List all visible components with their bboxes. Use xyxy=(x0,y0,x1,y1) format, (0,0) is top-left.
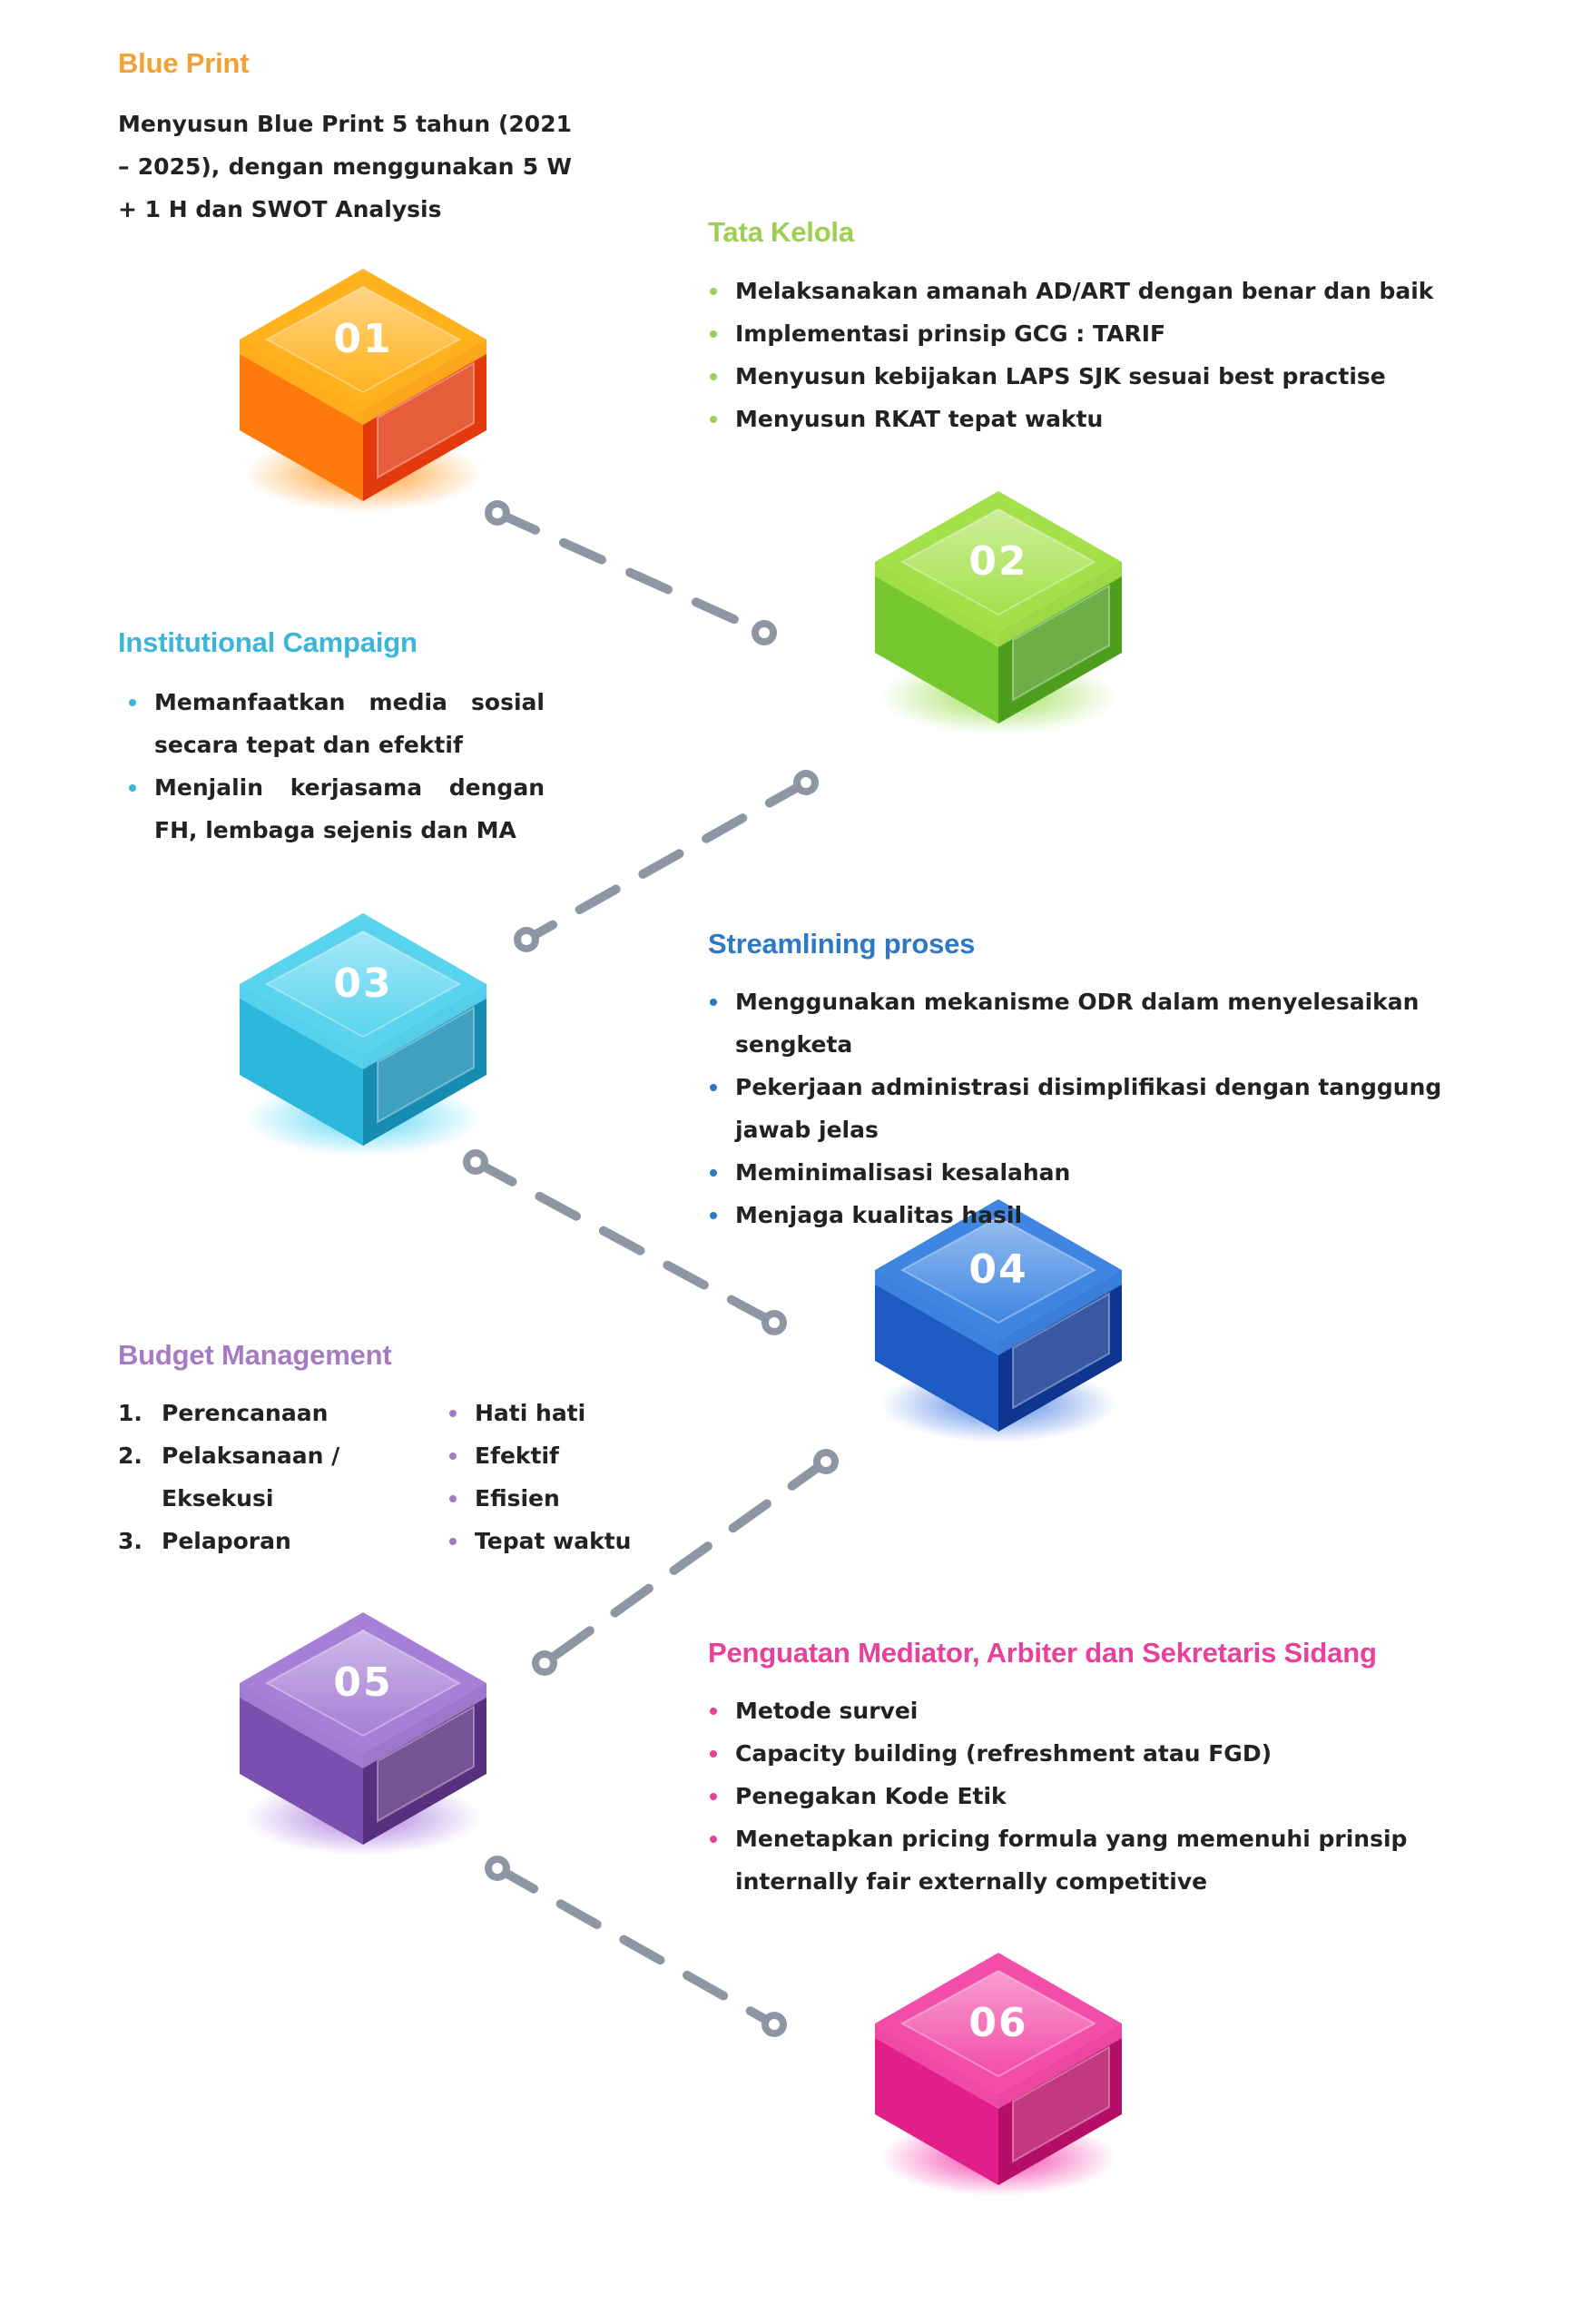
cube-right-face xyxy=(998,562,1122,724)
cube-glass-panel xyxy=(1012,1292,1110,1410)
connector-2 xyxy=(514,770,819,952)
streamlining-title: Streamlining proses xyxy=(708,928,976,960)
list-item-number: 2. xyxy=(118,1443,142,1469)
list-item: Menyusun kebijakan LAPS SJK sesuai best … xyxy=(708,355,1452,398)
cube-glass-panel xyxy=(377,1006,475,1124)
cube-band xyxy=(875,1270,1122,1355)
cube-top-bevel xyxy=(899,507,1097,616)
list-item: Meminimalisasi kesalahan xyxy=(708,1151,1525,1194)
cube-number: 06 xyxy=(968,2000,1027,2046)
cube-03: 03 xyxy=(240,913,486,1157)
cube-right-face xyxy=(998,1270,1122,1432)
cube-left-face xyxy=(240,1683,363,1845)
list-item: Metode survei xyxy=(708,1689,1452,1732)
budget-management-title: Budget Management xyxy=(118,1339,392,1371)
list-item: Tepat waktu xyxy=(447,1520,683,1562)
institutional-campaign-list: Memanfaatkan media sosial secara tepat d… xyxy=(127,681,545,852)
cube-glass-panel xyxy=(377,361,475,479)
list-item: 2. Pelaksanaan / Eksekusi xyxy=(118,1434,454,1520)
cube-left-face xyxy=(875,562,998,724)
cube-top-bevel xyxy=(264,285,462,394)
cube-05: 05 xyxy=(240,1612,486,1856)
cube-glass-panel xyxy=(377,1705,475,1823)
cube-glass-panel xyxy=(1012,2045,1110,2163)
cube-left-face xyxy=(240,984,363,1146)
cube-02: 02 xyxy=(875,491,1122,734)
cube-right-face xyxy=(363,984,486,1146)
cube-number: 01 xyxy=(333,316,392,362)
list-item: Menyusun RKAT tepat waktu xyxy=(708,398,1452,440)
list-item: Menetapkan pricing formula yang memenuhi… xyxy=(708,1817,1452,1903)
list-item: Menjaga kualitas hasil xyxy=(708,1194,1525,1236)
cube-top-bevel xyxy=(264,1629,462,1738)
list-item-text: Pelaporan xyxy=(162,1528,291,1554)
cube-04: 04 xyxy=(875,1199,1122,1443)
list-item: 3. Pelaporan xyxy=(118,1520,454,1562)
cube-right-face xyxy=(998,2024,1122,2185)
cube-top-bevel xyxy=(899,1216,1097,1324)
list-item-text: Perencanaan xyxy=(162,1400,329,1426)
cube-band xyxy=(240,1683,486,1768)
connector-3 xyxy=(463,1149,787,1335)
cube-number: 02 xyxy=(968,538,1027,585)
list-item: Efisien xyxy=(447,1477,683,1520)
cube-right-face xyxy=(363,340,486,501)
list-item: Memanfaatkan media sosial secara tepat d… xyxy=(127,681,545,766)
streamlining-list: Menggunakan mekanisme ODR dalam menyeles… xyxy=(708,980,1525,1236)
list-item: Pekerjaan administrasi disimplifikasi de… xyxy=(708,1066,1525,1151)
cube-number: 03 xyxy=(333,960,392,1007)
list-item: Efektif xyxy=(447,1434,683,1477)
cube-06: 06 xyxy=(875,1953,1122,2196)
cube-left-face xyxy=(875,2024,998,2185)
cube-right-face xyxy=(363,1683,486,1845)
list-item-number: 3. xyxy=(118,1528,142,1554)
penguatan-title: Penguatan Mediator, Arbiter dan Sekretar… xyxy=(708,1637,1377,1669)
connector-5 xyxy=(485,1856,787,2037)
cube-band xyxy=(240,340,486,425)
list-item: Hati hati xyxy=(447,1392,683,1434)
list-item: Capacity building (refreshment atau FGD) xyxy=(708,1732,1452,1775)
budget-bullet-list: Hati hati Efektif Efisien Tepat waktu xyxy=(447,1392,683,1562)
cube-top-bevel xyxy=(264,930,462,1039)
list-item: Menjalin kerjasama dengan FH, lembaga se… xyxy=(127,766,545,852)
cube-band xyxy=(240,984,486,1069)
blue-print-description: Menyusun Blue Print 5 tahun (2021 – 2025… xyxy=(118,111,572,222)
institutional-campaign-title: Institutional Campaign xyxy=(118,626,418,658)
list-item-text: Pelaksanaan / Eksekusi xyxy=(162,1443,340,1512)
connector-1 xyxy=(485,500,777,645)
cube-band xyxy=(875,562,1122,647)
cube-top-bevel xyxy=(899,1969,1097,2078)
list-item: Penegakan Kode Etik xyxy=(708,1775,1452,1817)
connector-4 xyxy=(532,1449,839,1676)
penguatan-list: Metode survei Capacity building (refresh… xyxy=(708,1689,1452,1903)
blue-print-title: Blue Print xyxy=(118,47,250,79)
cube-glass-panel xyxy=(1012,584,1110,702)
list-item: Implementasi prinsip GCG : TARIF xyxy=(708,312,1452,355)
cube-number: 04 xyxy=(968,1246,1027,1293)
cube-band xyxy=(875,2024,1122,2109)
tata-kelola-title: Tata Kelola xyxy=(708,216,854,248)
list-item: 1. Perencanaan xyxy=(118,1392,454,1434)
list-item-number: 1. xyxy=(118,1400,142,1426)
list-item: Menggunakan mekanisme ODR dalam menyeles… xyxy=(708,980,1525,1066)
budget-ordered-list: 1. Perencanaan 2. Pelaksanaan / Eksekusi 3… xyxy=(118,1392,454,1562)
cube-01: 01 xyxy=(240,269,486,512)
tata-kelola-list: Melaksanakan amanah AD/ART dengan benar … xyxy=(708,270,1452,440)
list-item: Melaksanakan amanah AD/ART dengan benar … xyxy=(708,270,1452,312)
cube-number: 05 xyxy=(333,1659,392,1706)
cube-left-face xyxy=(240,340,363,501)
cube-left-face xyxy=(875,1270,998,1432)
